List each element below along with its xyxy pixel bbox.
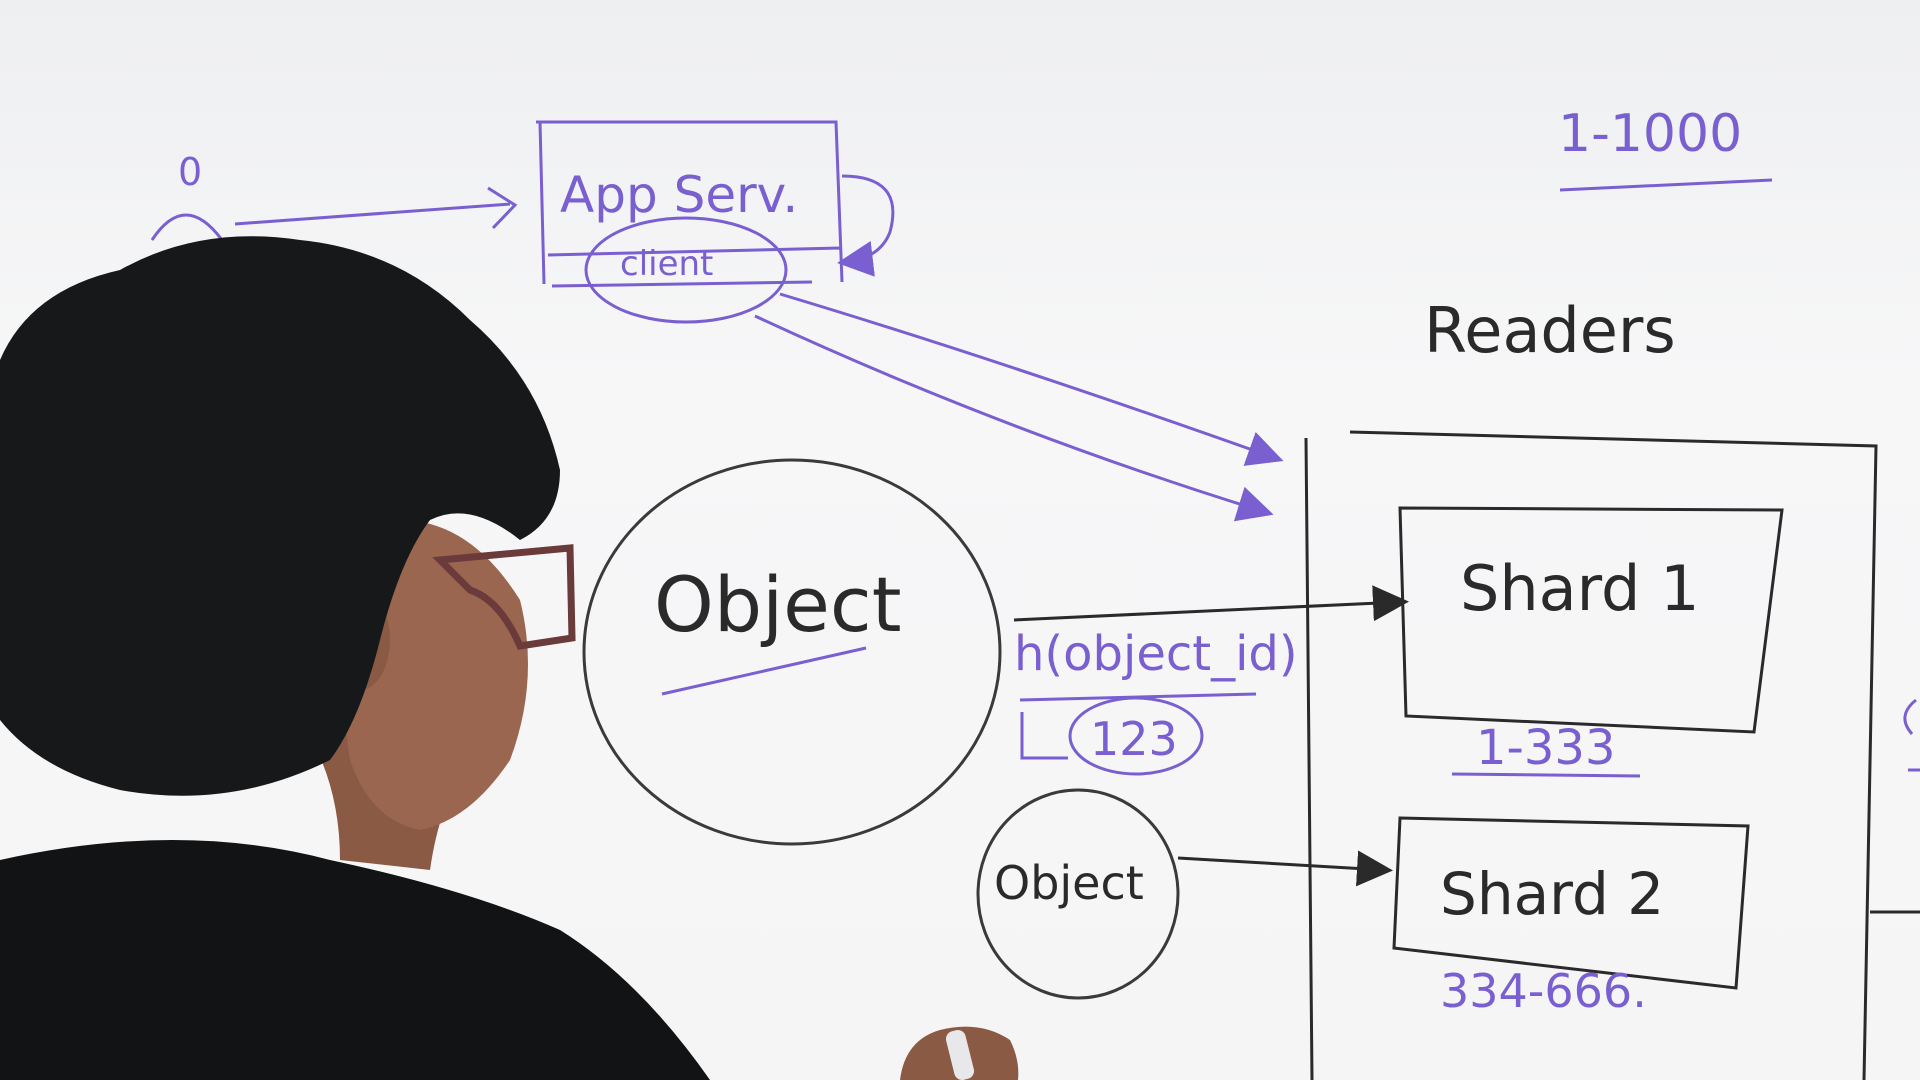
- readers-label: Readers: [1424, 294, 1676, 367]
- hash-value-ellipse: [1068, 696, 1204, 776]
- marker: [945, 1030, 975, 1080]
- self-loop-arrow: [837, 174, 895, 277]
- shard2-box: [1392, 816, 1750, 990]
- object-large-label: Object: [654, 560, 902, 649]
- app-server-box: [536, 120, 844, 288]
- edge-mark: [1903, 698, 1917, 735]
- presenter-glasses: [432, 544, 576, 650]
- hash-value-label: 123: [1090, 712, 1178, 766]
- range-total-label: 1-1000: [1558, 104, 1743, 164]
- object-small-circle: [976, 788, 1180, 1000]
- shard1-range-label: 1-333: [1476, 720, 1616, 776]
- shard1-box: [1398, 506, 1784, 734]
- object-large-underline: [661, 646, 867, 696]
- shard1-range-underline: [1451, 772, 1641, 778]
- client-to-readers-arrow-2: [754, 314, 1274, 522]
- hash-value-arrow: [1020, 712, 1068, 760]
- shard1-label: Shard 1: [1460, 552, 1700, 625]
- client-ellipse: [584, 216, 788, 324]
- shard2-range-label: 334-666.: [1440, 964, 1647, 1018]
- presenter-hair: [0, 236, 560, 796]
- hash-function-label: h(object_id): [1014, 626, 1298, 682]
- client-label: client: [620, 244, 714, 284]
- app-server-label: App Serv.: [560, 166, 799, 224]
- hash-to-shard1-arrow: [1013, 585, 1409, 622]
- object-small-to-shard2-arrow: [1177, 850, 1393, 887]
- client-to-readers-arrow-1: [779, 292, 1284, 466]
- user-to-server-arrow: [234, 202, 511, 226]
- object-small-label: Object: [994, 856, 1144, 910]
- object-large-circle: [582, 458, 1002, 846]
- presenter-shirt: [0, 840, 710, 1080]
- user-arrow-head: [487, 186, 518, 230]
- readers-box: [1304, 430, 1920, 1080]
- user-mark: 0: [178, 150, 203, 194]
- shard2-label: Shard 2: [1440, 860, 1665, 928]
- range-underline: [1559, 178, 1773, 192]
- user-figure-arc: [150, 213, 224, 241]
